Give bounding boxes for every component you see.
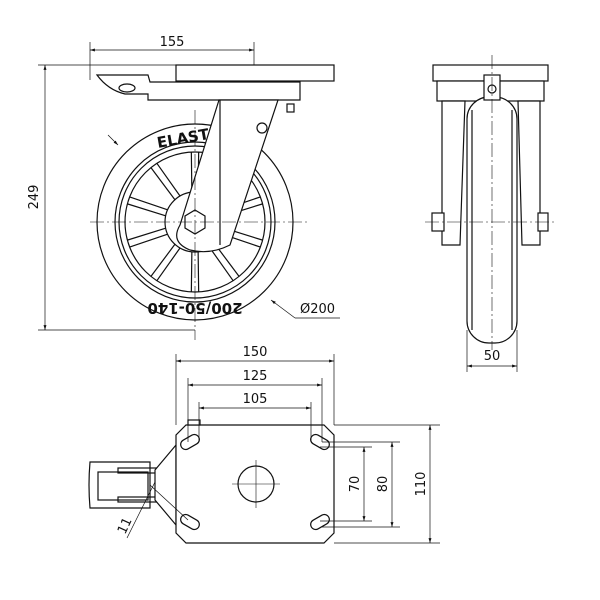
spoke-edge [190,251,193,292]
spoke-edge [127,203,166,217]
spoke-edge [156,247,181,282]
spoke-edge [197,251,200,292]
dimension-diameter-200: Ø200 [107,134,340,319]
spoke-edge [150,243,176,277]
dimension-105: 105 [198,392,312,442]
dimension-70: 70 [320,446,372,522]
spoke-edge [129,196,168,211]
dimension-105-label: 105 [243,392,268,407]
side-view: 50 [425,55,556,372]
dimension-249: 249 [27,64,195,331]
dimension-11-label: 11 [115,515,136,536]
dimension-110: 110 [334,424,440,544]
dimension-110-label: 110 [414,472,429,497]
spoke-edge [209,247,234,282]
dimension-155-label: 155 [160,35,185,50]
spoke-edge [129,233,168,248]
dimension-155: 155 [89,35,255,80]
spoke-edge [156,162,181,197]
dimension-70-label: 70 [348,476,363,493]
dimension-150-label: 150 [243,345,268,360]
dimension-80-label: 80 [376,476,391,493]
dimension-249-label: 249 [27,185,42,210]
fork-hole [256,122,268,134]
spoke-edge [150,167,176,201]
top-plate [175,64,335,82]
front-view: 155 249 ELAST 200/50-140 [27,35,340,340]
dimension-11: 11 [115,481,189,539]
bottom-view: 150 125 105 70 80 [88,345,440,544]
dimension-80: 80 [322,441,400,528]
dimension-125-label: 125 [243,369,268,384]
dimension-50: 50 [466,330,518,372]
brake-pin [118,83,136,93]
swivel-brake-housing [95,74,301,101]
dimension-50-label: 50 [484,349,501,364]
spoke-edge [127,227,166,241]
dimension-125: 125 [187,369,323,442]
dimension-diameter-label: Ø200 [300,302,335,317]
dimension-150: 150 [175,345,335,425]
